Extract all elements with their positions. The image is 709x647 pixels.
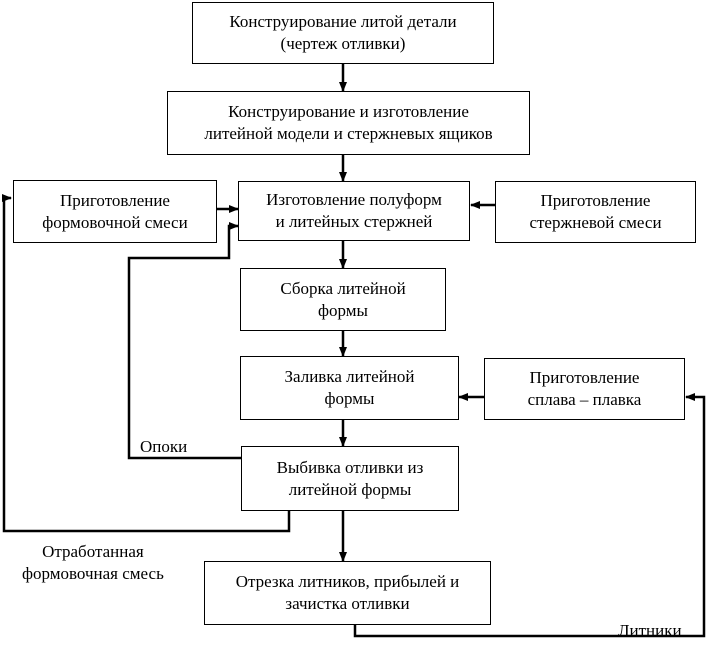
box-alloy: Приготовление сплава – плавка [484, 358, 685, 420]
box-pouring: Заливка литейной формы [240, 356, 459, 420]
loop-flasks-return [127, 222, 241, 460]
label-used-molding-mix: Отработанная формовочная смесь [22, 542, 164, 583]
label-gates: Литники [618, 621, 682, 640]
box-knockout: Выбивка отливки из литейной формы [241, 446, 459, 511]
loop-gates-return [353, 393, 706, 638]
box-cutting: Отрезка литников, прибылей и зачистка от… [204, 561, 491, 625]
label-flasks: Опоки [140, 437, 188, 456]
box-molding-mix: Приготовление формовочной смеси [13, 180, 217, 243]
box-design-casting: Конструирование литой детали (чертеж отл… [192, 2, 494, 64]
box-half-molds: Изготовление полуформ и литейных стержне… [238, 181, 470, 241]
box-assembly: Сборка литейной формы [240, 268, 446, 331]
box-design-model: Конструирование и изготовление литейной … [167, 91, 530, 155]
box-core-mix: Приготовление стержневой смеси [495, 181, 696, 243]
loop-used-mix-return [2, 194, 291, 533]
